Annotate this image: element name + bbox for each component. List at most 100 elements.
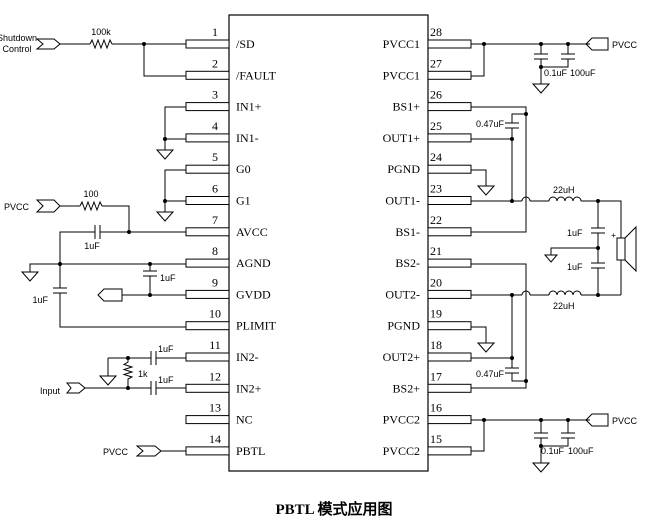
pin-number: 19 xyxy=(430,307,442,321)
pin-number: 4 xyxy=(212,119,218,133)
inductor-bottom xyxy=(548,290,582,296)
pin-number: 14 xyxy=(209,432,221,446)
diagram-caption: PBTL 模式应用图 xyxy=(275,500,392,518)
pin-stub xyxy=(185,227,230,237)
inductor-top-label: 22uH xyxy=(553,185,575,195)
pin-stub xyxy=(185,352,230,362)
speaker-plus-sign: + xyxy=(611,230,616,240)
shutdown-label-line1: Shutdown xyxy=(0,33,37,43)
capacitor-spk-top-label: 1uF xyxy=(567,228,583,238)
ground-symbol xyxy=(155,149,175,160)
pin-number: 1 xyxy=(212,25,218,39)
pvcc-right-top-port-arrow xyxy=(585,37,609,51)
shutdown-control-input: Shutdown Control 100k xyxy=(0,27,186,77)
pin-number: 13 xyxy=(209,401,221,415)
chip-pin-left: 2/FAULT xyxy=(185,56,277,82)
pin-name: BS1- xyxy=(395,225,420,239)
pin-name: OUT2+ xyxy=(383,350,421,364)
pin-number: 9 xyxy=(212,275,218,289)
pin-name: BS2- xyxy=(395,256,420,270)
ground-symbol xyxy=(531,83,551,94)
amplifier-chip-body xyxy=(228,14,429,472)
resistor-1k-label: 1k xyxy=(138,369,148,379)
pin-stub xyxy=(427,227,472,237)
out2-net: 22uH 0.47uF xyxy=(471,263,621,389)
pin-name: /SD xyxy=(236,37,255,51)
pin-name: G0 xyxy=(236,162,251,176)
pin-number: 8 xyxy=(212,244,218,258)
capacitor-in2m-label: 1uF xyxy=(158,344,174,354)
shutdown-label-line2: Control xyxy=(2,44,31,54)
capacitor-bs1-label: 0.47uF xyxy=(476,119,505,129)
pin-stub xyxy=(185,133,230,143)
out1-net: 0.47uF 22uH xyxy=(471,106,622,238)
pin-name: OUT2- xyxy=(385,287,420,301)
in2-input-net: 1uF 1k 1uF Input xyxy=(40,344,186,396)
pin-stub xyxy=(427,196,472,205)
pbtl-net: PVCC xyxy=(103,445,186,457)
pin-number: 26 xyxy=(430,88,442,102)
pin-name: /FAULT xyxy=(236,68,277,82)
pin-number: 24 xyxy=(430,150,442,164)
pin-number: 17 xyxy=(430,369,442,383)
pin-stub xyxy=(427,258,472,268)
capacitor-01-top-label: 0.1uF xyxy=(544,68,568,78)
input-port-arrow xyxy=(65,382,86,394)
speaker-filter-net: 1uF 1uF + xyxy=(543,201,637,295)
inductor-bottom-label: 22uH xyxy=(553,301,575,311)
pin-number: 25 xyxy=(430,119,442,133)
pin-stub xyxy=(185,383,230,393)
pin-name: IN2- xyxy=(236,350,259,364)
resistor-100 xyxy=(79,200,103,212)
pin-stub xyxy=(185,102,230,112)
pin-stub xyxy=(427,70,472,80)
pvcc-left-label: PVCC xyxy=(4,202,30,212)
pin-stub xyxy=(185,258,230,268)
pin-name: IN1+ xyxy=(236,100,262,114)
pin-name: PVCC2 xyxy=(383,444,420,458)
capacitor-in2p-label: 1uF xyxy=(158,375,174,385)
resistor-100k xyxy=(89,38,113,50)
pin-number: 27 xyxy=(430,56,442,70)
pin-stub xyxy=(185,415,230,425)
pin-number: 22 xyxy=(430,213,442,227)
pin-number: 16 xyxy=(430,401,442,415)
pin-number: 23 xyxy=(430,182,442,196)
pvcc-pbtl-label: PVCC xyxy=(103,447,129,457)
ground-symbol xyxy=(531,462,551,473)
pin-stub xyxy=(427,383,472,393)
pin-name: IN2+ xyxy=(236,381,262,395)
pin-number: 5 xyxy=(212,150,218,164)
in1-ground-net xyxy=(155,106,186,160)
pin-name: BS1+ xyxy=(393,100,421,114)
agnd-net: 1uF 1uF xyxy=(20,262,186,328)
pin-name: AGND xyxy=(236,256,271,270)
pin-number: 11 xyxy=(209,338,221,352)
pin-stub xyxy=(427,164,472,174)
gain-ground-net xyxy=(155,169,186,222)
pin-stub xyxy=(427,133,472,143)
pin-name: PGND xyxy=(387,162,420,176)
capacitor-gvdd-label: 1uF xyxy=(160,273,176,283)
pvcc2-supply-net: PVCC 0.1uF 100uF xyxy=(471,413,638,473)
pin-stub xyxy=(427,289,472,299)
pin-number: 12 xyxy=(209,369,221,383)
pin-number: 2 xyxy=(212,56,218,70)
pin-name: OUT1+ xyxy=(383,131,421,145)
pin-stub xyxy=(185,70,230,80)
pin-name: PBTL xyxy=(236,444,265,458)
pvcc-right-bot-label: PVCC xyxy=(612,416,638,426)
pin-name: PLIMIT xyxy=(236,319,277,333)
